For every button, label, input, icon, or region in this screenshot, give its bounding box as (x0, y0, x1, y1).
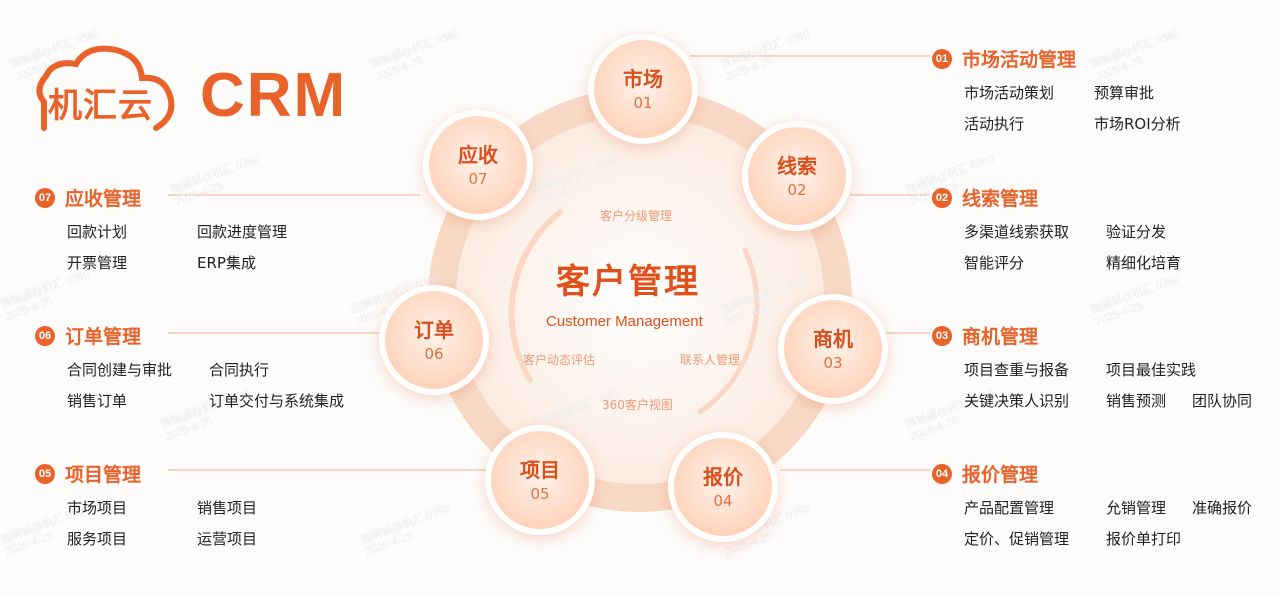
module-item: 精细化培育 (1106, 254, 1182, 272)
inner-arc-left (508, 209, 563, 383)
node-number: 03 (823, 354, 843, 372)
node-number: 05 (530, 485, 550, 503)
node-opportunity: 商机 03 (778, 294, 888, 404)
module-item: 团队协同 (1192, 392, 1253, 410)
module-item: 服务项目 (67, 530, 128, 548)
module-item: 合同执行 (209, 361, 270, 379)
node-quote: 报价 04 (668, 432, 778, 542)
module-title: 市场活动管理 (962, 49, 1077, 71)
node-label: 订单 (414, 318, 454, 342)
module-item: 运营项目 (197, 530, 258, 548)
node-label: 商机 (813, 327, 853, 351)
center-label: 客户分级管理 (600, 209, 673, 223)
center-title: 客户管理 (556, 262, 700, 302)
module-item: 市场ROI分析 (1094, 115, 1181, 133)
module-title: 订单管理 (65, 326, 142, 348)
node-project: 项目 05 (485, 425, 595, 535)
module-item: 回款计划 (67, 223, 128, 241)
module-item: 开票管理 (67, 254, 128, 272)
module-item: 允销管理 (1106, 499, 1167, 517)
module-item: 销售订单 (67, 392, 128, 410)
module-item: ERP集成 (197, 254, 256, 272)
center-subtitle: Customer Management (546, 313, 703, 330)
module-item: 订单交付与系统集成 (209, 392, 345, 410)
node-market: 市场 01 (588, 34, 698, 144)
module-quote: 04 报价管理 产品配置管理 允销管理 准确报价 定价、促销管理 报价单打印 (932, 460, 1252, 548)
module-item: 销售预测 (1106, 392, 1167, 410)
module-item: 项目最佳实践 (1106, 361, 1197, 379)
module-title: 商机管理 (962, 326, 1039, 348)
module-item: 产品配置管理 (964, 499, 1055, 517)
module-item: 多渠道线索获取 (964, 223, 1070, 241)
module-item: 报价单打印 (1106, 530, 1182, 548)
module-badge: 03 (932, 325, 952, 346)
node-label: 报价 (703, 465, 743, 489)
node-number: 07 (468, 170, 488, 188)
logo-crm-text: CRM (200, 61, 348, 130)
module-leads: 02 线索管理 多渠道线索获取 验证分发 智能评分 精细化培育 (932, 184, 1181, 272)
module-item: 活动执行 (964, 115, 1025, 133)
node-label: 市场 (623, 67, 663, 91)
module-market-activity: 01 市场活动管理 市场活动策划 预算审批 活动执行 市场ROI分析 (932, 45, 1181, 133)
module-item: 智能评分 (964, 254, 1025, 272)
module-title: 应收管理 (65, 188, 142, 210)
node-number: 04 (713, 492, 733, 510)
module-item: 销售项目 (197, 499, 258, 517)
node-number: 06 (424, 345, 444, 363)
module-title: 报价管理 (962, 464, 1039, 486)
center-label: 客户动态评估 (523, 353, 596, 367)
node-label: 线索 (777, 154, 817, 178)
module-receivable: 07 应收管理 回款计划 回款进度管理 开票管理 ERP集成 (35, 184, 287, 272)
module-badge: 01 (932, 48, 952, 69)
module-order: 06 订单管理 合同创建与审批 合同执行 销售订单 订单交付与系统集成 (35, 322, 344, 410)
module-badge: 02 (932, 187, 952, 208)
node-order: 订单 06 (379, 285, 489, 395)
module-item: 定价、促销管理 (964, 530, 1070, 548)
module-item: 市场活动策划 (964, 84, 1055, 102)
module-title: 项目管理 (65, 464, 142, 486)
cloud-icon (36, 45, 175, 131)
module-item: 市场项目 (67, 499, 128, 517)
connector-lines (168, 55, 930, 471)
node-number: 02 (787, 181, 807, 199)
module-badge: 04 (932, 463, 952, 484)
node-receivable: 应收 07 (423, 110, 533, 220)
node-label: 项目 (520, 458, 560, 482)
module-opportunity: 03 商机管理 项目查重与报备 项目最佳实践 关键决策人识别 销售预测 团队协同 (932, 322, 1252, 410)
module-project: 05 项目管理 市场项目 销售项目 服务项目 运营项目 (35, 460, 257, 548)
module-item: 合同创建与审批 (67, 361, 173, 379)
center-label: 联系人管理 (680, 353, 741, 367)
logo: 机汇云 CRM (30, 40, 360, 140)
module-item: 项目查重与报备 (964, 361, 1070, 379)
logo-cn-text: 机汇云 (48, 86, 153, 126)
module-item: 预算审批 (1094, 84, 1155, 102)
node-label: 应收 (458, 143, 498, 167)
node-number: 01 (633, 94, 653, 112)
module-badge: 07 (35, 187, 55, 208)
inner-arc-right (697, 247, 760, 415)
module-badge: 05 (35, 463, 55, 484)
center-label: 360客户视图 (602, 398, 673, 412)
inner-disc (456, 116, 824, 484)
module-item: 验证分发 (1106, 223, 1167, 241)
module-item: 回款进度管理 (197, 223, 288, 241)
module-item: 准确报价 (1192, 499, 1253, 517)
node-leads: 线索 02 (742, 121, 852, 231)
module-title: 线索管理 (962, 188, 1039, 210)
module-badge: 06 (35, 325, 55, 346)
module-item: 关键决策人识别 (964, 392, 1070, 410)
